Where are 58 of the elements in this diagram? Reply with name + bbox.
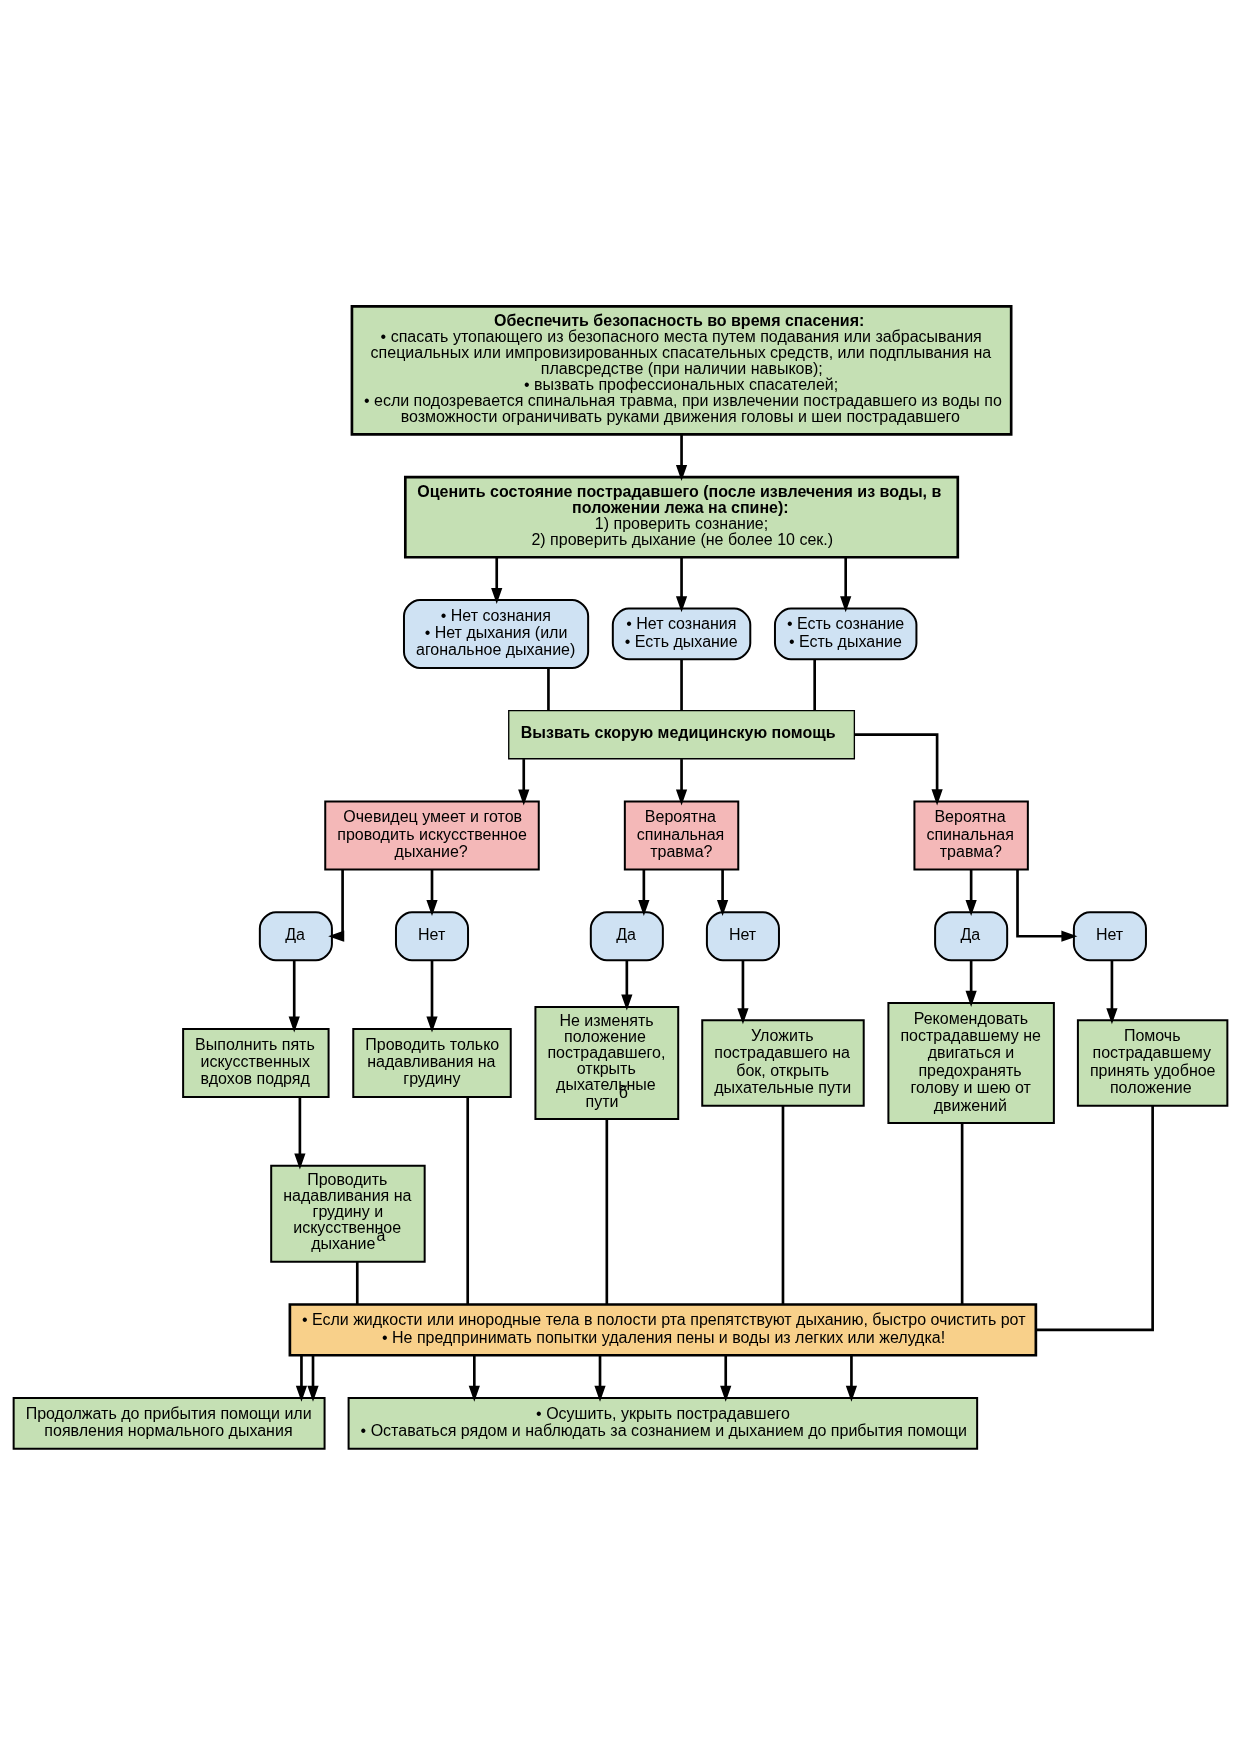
arrow [426,869,438,916]
connector [466,1096,470,1304]
arrow [294,1096,306,1169]
node-box: Нет [394,910,470,961]
node-box: Оценить состояние пострадавшего (после извлечения из воды, в положении лежа на спине): 1) проверить сознание; 2) проверить дыхание (не более 10 сек.) [403,475,960,559]
node-box: Обеспечить безопасность во время спасения: • спасать утопающего из безопасного места путем подавания или забрасывания специальных или импровизированных спасательных средств, или подплывания на плавсредстве (при наличии навыков); • вызвать профессиональных спасателей; • если подозревается спинальная травма, при извлечении пострадавшего из воды по возможности ограничивать руками движения головы и шеи пострадавшего [350,304,1013,436]
connector [1035,1105,1154,1331]
connector [680,658,683,711]
node-box: Уложить пострадавшего на бок, открыть дыхательные пути [701,1018,865,1107]
arrow [1106,960,1118,1024]
arrow [328,869,345,942]
arrow [288,960,300,1033]
arrow [675,556,688,612]
arrow [518,758,530,805]
node-box: • Осушить, укрыть пострадавшего • Оставаться рядом и наблюдать за сознанием и дыханием до прибытия помощи [347,1396,979,1450]
node-box: Выполнить пять искусственных вдохов подряд [182,1027,330,1098]
node-box: Вероятна спинальная травма? [913,799,1029,870]
node-box: Да [589,910,664,961]
node-box: Рекомендовать пострадавшему не двигаться и предохранять голову и шею от движений [887,1001,1055,1124]
arrow [638,869,650,916]
node-box: Проводить только надавливания на грудину [352,1027,512,1098]
node-box: • Если жидкости или инородные тела в полости рта препятствуют дыханию, быстро очистить рот • Не предпринимать попытки удаления пены и воды из легких или желудка! [288,1302,1038,1357]
node-box: Да [258,910,333,961]
node-box: Продолжать до прибытия помощи или появления нормального дыхания [12,1396,326,1450]
arrow [307,1354,319,1402]
connector [605,1119,609,1304]
arrow [675,434,688,481]
arrow [675,758,688,805]
node-box: Вызвать скорую медицинскую помощь [508,709,856,759]
arrow [737,960,749,1024]
node-box: Вероятна спинальная травма? [623,799,740,870]
node-box: Очевидец умеет и готов проводить искусственное дыхание? [324,799,540,870]
arrow [720,1354,732,1402]
node-box: Да [934,910,1009,961]
arrow [1016,869,1078,942]
arrow [845,1354,858,1402]
connector [813,658,816,711]
node-box: • Есть сознание • Есть дыхание [773,607,918,660]
arrow [854,732,943,805]
connector [547,667,550,710]
arrow [468,1354,480,1402]
arrow [965,960,977,1007]
arrow [621,960,633,1011]
node-box: • Нет сознания • Есть дыхание [611,607,752,660]
connector [960,1123,964,1304]
arrow [716,869,729,916]
arrow [295,1354,308,1402]
arrow [491,556,503,604]
node-box: Нет [1072,910,1147,961]
arrow [965,869,977,916]
connector [781,1105,785,1304]
arrow [426,960,438,1033]
arrow [594,1354,606,1402]
node-box: • Нет сознания • Нет дыхания (или агональное дыхание) [403,598,590,669]
arrow [840,556,852,612]
node-box: Нет [705,910,780,961]
connector [355,1261,359,1304]
node-box: Помочь пострадавшему принять удобное положение [1076,1018,1229,1107]
